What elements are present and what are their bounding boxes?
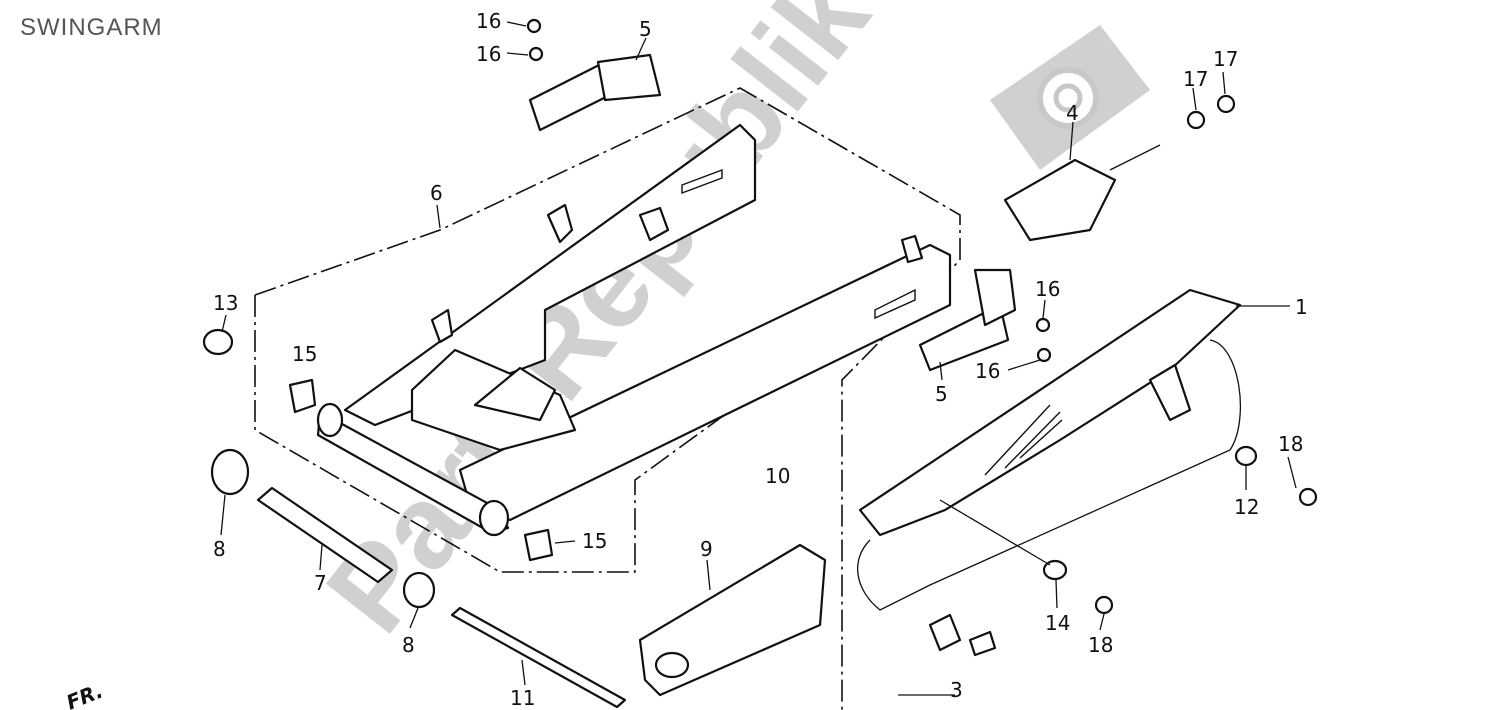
collar-nut xyxy=(202,328,234,356)
callout-12: 12 xyxy=(1234,495,1259,519)
pivot-bolt xyxy=(450,606,627,709)
callout-14: 14 xyxy=(1045,611,1070,635)
chain-guide-stud xyxy=(1109,144,1161,171)
chain-master-link xyxy=(928,613,962,652)
chain-clip xyxy=(968,630,997,657)
nut-icon xyxy=(1216,94,1236,114)
bolt-icon xyxy=(1298,487,1318,507)
assembly-boundary-lower xyxy=(254,295,801,573)
washer-icon xyxy=(1042,559,1068,581)
callout-15: 15 xyxy=(582,529,607,553)
assembly-boundary xyxy=(254,87,961,710)
callout-1: 1 xyxy=(1295,295,1308,319)
watermark-logo: PartsRepublik xyxy=(301,0,1150,656)
callout-18: 18 xyxy=(1278,432,1303,456)
callout-3: 3 xyxy=(950,678,963,702)
callout-6: 6 xyxy=(430,181,443,205)
callout-4: 4 xyxy=(1066,101,1079,125)
callout-5: 5 xyxy=(639,17,652,41)
dust-seal-upper xyxy=(210,448,250,496)
callout-16: 16 xyxy=(975,359,1000,383)
callout-16: 16 xyxy=(1035,277,1060,301)
callout-16: 16 xyxy=(476,42,501,66)
washer-icon xyxy=(1234,445,1258,467)
chain-adjuster-plate-top xyxy=(528,60,612,132)
chain-case xyxy=(858,288,1242,537)
callout-9: 9 xyxy=(700,537,713,561)
callout-7: 7 xyxy=(314,571,327,595)
callout-17: 17 xyxy=(1183,67,1208,91)
direction-label: FR. xyxy=(63,679,106,710)
callout-8: 8 xyxy=(213,537,226,561)
swingarm xyxy=(316,123,952,537)
chain-slider xyxy=(638,543,827,697)
chain-adjuster-bracket-right xyxy=(973,268,1017,327)
bolt-icon xyxy=(1094,595,1114,615)
chain-adjuster-bracket-top xyxy=(596,53,662,102)
chain-slider-hole xyxy=(654,651,690,679)
nut-icon xyxy=(1186,110,1206,130)
bushing-upper xyxy=(288,378,317,414)
callout-5: 5 xyxy=(935,382,948,406)
chain-guide xyxy=(1003,158,1117,242)
front-direction-mark: FR. xyxy=(63,679,106,710)
drive-chain xyxy=(857,339,1242,611)
pivot-collar xyxy=(256,486,394,584)
callout-13: 13 xyxy=(213,291,238,315)
callout-16: 16 xyxy=(476,9,501,33)
bolt-icon xyxy=(1036,347,1052,363)
diagram-title: SWINGARM xyxy=(20,14,163,41)
bolt-icon xyxy=(528,46,544,62)
chain-case-mount xyxy=(1148,363,1192,422)
bolt-icon xyxy=(1035,317,1051,333)
dust-seal-lower xyxy=(402,571,436,609)
callout-11: 11 xyxy=(510,686,535,710)
callout-8: 8 xyxy=(402,633,415,657)
leader-lines xyxy=(220,21,1297,696)
bushing-lower xyxy=(523,528,554,562)
callout-10: 10 xyxy=(765,464,790,488)
callout-labels: 16 16 5 6 4 17 17 13 15 16 16 5 1 10 18 … xyxy=(213,9,1308,710)
callout-17: 17 xyxy=(1213,47,1238,71)
chain-case-vents xyxy=(984,404,1063,476)
callout-18: 18 xyxy=(1088,633,1113,657)
bolt-icon xyxy=(526,18,542,34)
callout-15: 15 xyxy=(292,342,317,366)
